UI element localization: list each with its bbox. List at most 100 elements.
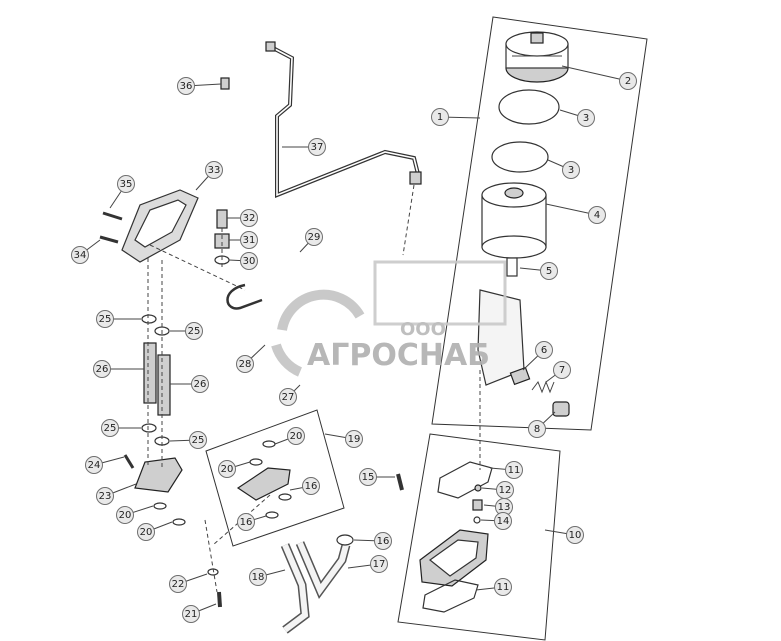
callout-number: 25 (192, 435, 205, 446)
callout-number: 2 (625, 76, 631, 87)
callout-number: 6 (541, 345, 547, 356)
callout-number: 1 (437, 112, 443, 123)
callout-bubble (494, 512, 512, 530)
callout-number: 30 (243, 256, 256, 267)
o-ring-small-1-part (153, 502, 167, 510)
elbow-seal-1-part (262, 440, 276, 448)
elbow-assembly-frame (205, 409, 345, 547)
callout-c35: 35 (109, 175, 135, 209)
callout-bubble (191, 375, 209, 393)
callout-c1: 1 (431, 108, 481, 126)
callout-number: 14 (497, 516, 510, 527)
callout-number: 16 (305, 481, 318, 492)
watermark-logo: ООО АГРОСНАБ (271, 260, 507, 377)
callout-c23: 23 (96, 483, 137, 505)
o-ring-upper-part (498, 89, 560, 125)
callout-number: 22 (172, 579, 185, 590)
callout-number: 28 (239, 359, 252, 370)
callout-bubble (185, 322, 203, 340)
callout-c20a: 20 (274, 427, 305, 445)
plug-part (552, 401, 570, 417)
callout-bubble (505, 461, 523, 479)
callout-c17: 17 (347, 555, 388, 573)
callout-bubble (93, 360, 111, 378)
callout-number: 3 (568, 165, 574, 176)
callout-c25a: 25 (96, 310, 141, 328)
callout-c10: 10 (544, 526, 584, 544)
sensor-part (216, 209, 228, 229)
elbow-seal-2-part (249, 458, 263, 466)
screw-part (123, 454, 135, 469)
callout-bubble (494, 578, 512, 596)
callout-bubble (96, 310, 114, 328)
callout-number: 25 (104, 423, 117, 434)
assembly-line-4 (149, 244, 246, 291)
callout-number: 33 (208, 165, 221, 176)
pump-housing-part (419, 529, 489, 587)
callout-bubble (540, 262, 558, 280)
clamp-part (336, 534, 354, 546)
callout-number: 25 (188, 326, 201, 337)
callout-number: 18 (252, 572, 265, 583)
callout-c16a: 16 (289, 477, 320, 495)
callout-c11a: 11 (489, 461, 523, 479)
callout-c14: 14 (480, 512, 512, 530)
callout-bubble (189, 431, 207, 449)
clip-part (220, 77, 230, 90)
callout-bubble (137, 523, 155, 541)
callout-bubble (588, 206, 606, 224)
elbow-seal-3-part (278, 493, 292, 501)
callout-bubble (553, 361, 571, 379)
fuel-filter-assembly-frame (431, 16, 648, 431)
callout-number: 5 (546, 266, 552, 277)
callout-number: 36 (180, 81, 193, 92)
tube-right-part (157, 354, 171, 416)
callout-number: 34 (74, 250, 87, 261)
callout-c5: 5 (519, 262, 558, 280)
callout-c37: 37 (282, 138, 326, 156)
callout-number: 31 (243, 235, 256, 246)
callout-c28: 28 (236, 344, 266, 373)
callout-number: 23 (99, 491, 112, 502)
callout-c21: 21 (182, 603, 217, 623)
callout-bubble (205, 161, 223, 179)
callout-c27: 27 (279, 384, 301, 406)
callout-number: 16 (377, 536, 390, 547)
spring-part (509, 366, 531, 386)
adapter-part (134, 457, 183, 493)
callout-bubble (117, 175, 135, 193)
callout-c31: 31 (229, 231, 258, 249)
ball-part (474, 484, 482, 492)
callout-bubble (305, 228, 323, 246)
callout-bubble (101, 419, 119, 437)
callout-number: 20 (290, 431, 303, 442)
callout-bubble (279, 388, 297, 406)
drain-valve-part (506, 257, 518, 277)
callout-c19: 19 (324, 430, 363, 448)
filter-cap-part (505, 31, 569, 83)
callout-number: 37 (311, 142, 324, 153)
callout-bubble (359, 468, 377, 486)
callout-number: 10 (569, 530, 582, 541)
valve-part (472, 499, 483, 511)
callout-number: 16 (240, 517, 253, 528)
seal-ring-1-part (141, 314, 157, 324)
callout-bubble (236, 355, 254, 373)
callout-c20c: 20 (116, 505, 154, 524)
callout-leader (561, 65, 629, 82)
callout-c16b: 16 (237, 513, 267, 531)
callout-number: 13 (498, 502, 511, 513)
callout-number: 11 (508, 465, 521, 476)
callout-number: 20 (221, 464, 234, 475)
callout-bubble (577, 109, 595, 127)
callout-bubble (240, 209, 258, 227)
callout-c26a: 26 (93, 360, 144, 378)
callout-c30: 30 (228, 252, 258, 270)
callout-c36: 36 (177, 77, 222, 95)
bolt-long-part (102, 211, 123, 221)
callout-number: 25 (99, 314, 112, 325)
callout-number: 20 (140, 527, 153, 538)
callout-number: 8 (534, 424, 540, 435)
callout-bubble (528, 420, 546, 438)
fuel-line-part (265, 41, 422, 198)
